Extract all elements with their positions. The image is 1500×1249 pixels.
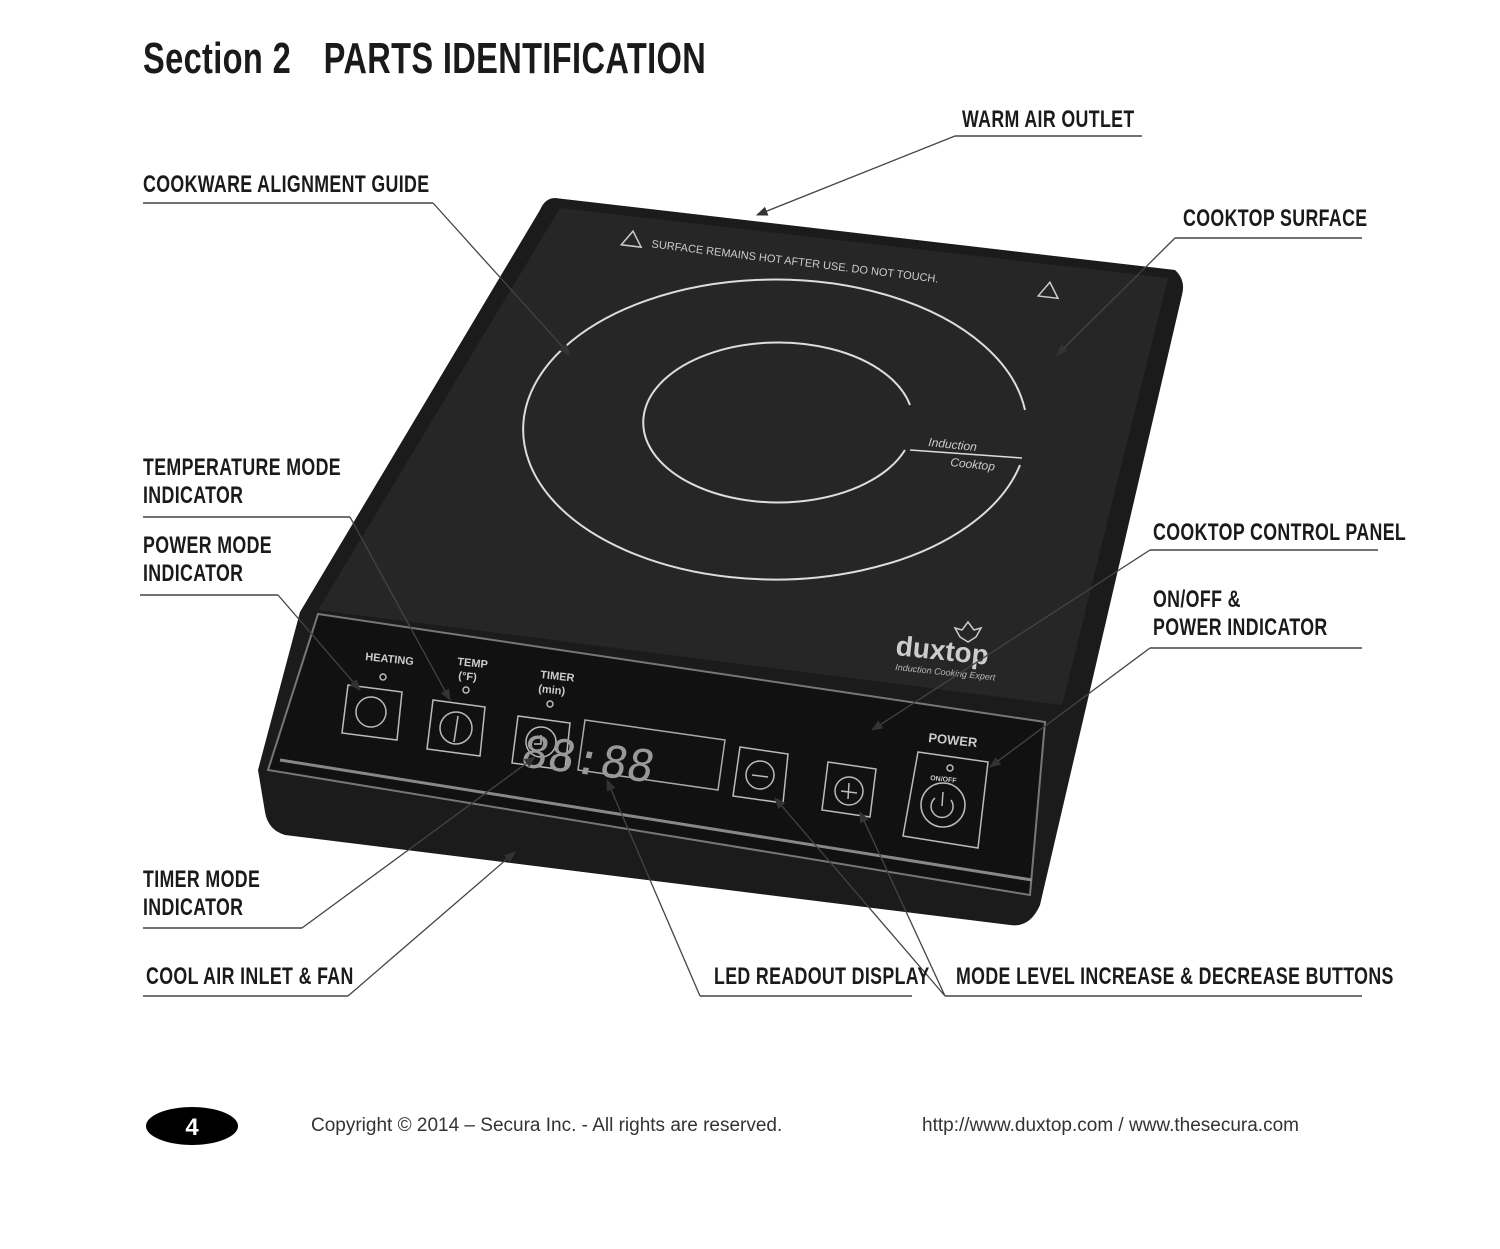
label-cookware-alignment-guide: COOKWARE ALIGNMENT GUIDE — [143, 171, 430, 198]
outer-alignment-ring — [522, 278, 1026, 581]
heating-button[interactable] — [341, 684, 403, 741]
label-warm-air-outlet: WARM AIR OUTLET — [962, 106, 1135, 133]
warning-icon — [619, 229, 643, 249]
label-line: TEMPERATURE MODE — [143, 454, 341, 481]
leader-lines — [277, 135, 1176, 997]
temp-button[interactable] — [426, 699, 486, 757]
website-urls: http://www.duxtop.com / www.thesecura.co… — [922, 1115, 1299, 1136]
temp-indicator-light — [462, 686, 470, 694]
timer-unit-label: (min) — [538, 683, 566, 698]
copyright-text: Copyright © 2014 – Secura Inc. - All rig… — [311, 1115, 783, 1136]
cooktop-surface — [318, 208, 1168, 705]
section-title: PARTS IDENTIFICATION — [323, 34, 707, 83]
led-display — [577, 719, 726, 791]
temp-unit-label: (°F) — [458, 670, 478, 684]
power-label: POWER — [928, 730, 979, 750]
inner-alignment-ring — [642, 341, 911, 504]
label-line: INDICATOR — [143, 560, 244, 587]
timer-indicator-light — [546, 700, 554, 708]
increase-button[interactable] — [821, 761, 877, 818]
temp-label: TEMP — [457, 656, 489, 671]
label-onoff-power-indicator: ON/OFF &POWER INDICATOR — [1153, 586, 1328, 642]
label-line: POWER INDICATOR — [1153, 614, 1328, 641]
heating-label: HEATING — [365, 651, 415, 668]
label-line: POWER MODE — [143, 532, 273, 559]
timer-label: TIMER — [540, 669, 575, 685]
maple-leaf-icon — [953, 620, 983, 643]
label-line: INDICATOR — [143, 482, 244, 509]
label-cooktop-control-panel: COOKTOP CONTROL PANEL — [1153, 519, 1407, 546]
warning-icon — [1036, 280, 1060, 300]
power-indicator-light — [946, 764, 954, 772]
heating-indicator-light — [379, 673, 387, 681]
label-cool-air-inlet: COOL AIR INLET & FAN — [146, 963, 354, 990]
label-mode-level-buttons: MODE LEVEL INCREASE & DECREASE BUTTONS — [956, 963, 1394, 990]
onoff-label: ON/OFF — [930, 775, 958, 785]
section-number: Section 2 — [143, 34, 292, 83]
timer-button[interactable] — [511, 715, 571, 771]
ring-label-2: Cooktop — [950, 455, 996, 474]
label-line: INDICATOR — [143, 894, 244, 921]
power-button[interactable] — [902, 751, 989, 849]
page-title: Section 2 PARTS IDENTIFICATION — [143, 34, 739, 84]
label-cooktop-surface: COOKTOP SURFACE — [1183, 205, 1368, 232]
label-line: ON/OFF & — [1153, 586, 1241, 613]
ring-label-1: Induction — [928, 435, 978, 454]
label-led-readout: LED READOUT DISPLAY — [714, 963, 930, 990]
page-number-badge — [146, 1107, 238, 1145]
page-number: 4 — [185, 1114, 199, 1141]
control-panel — [266, 612, 1047, 897]
label-line: TIMER MODE — [143, 866, 261, 893]
